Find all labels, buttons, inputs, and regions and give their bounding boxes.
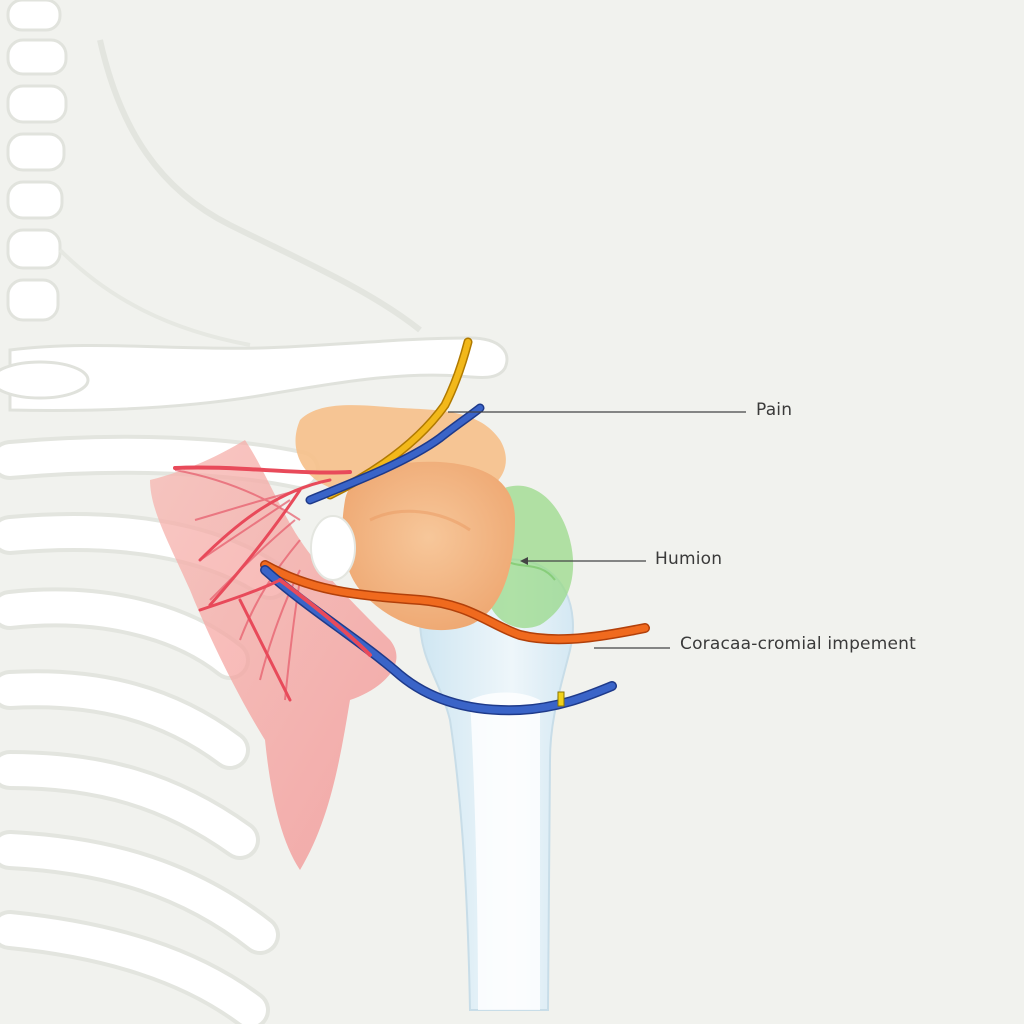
- vertebra: [6, 84, 68, 124]
- nerve-marker: [557, 691, 565, 707]
- vertebra: [6, 228, 62, 270]
- leader-lines: [448, 411, 746, 649]
- label-humion: Humion: [655, 549, 723, 569]
- neck-outline-inner: [58, 248, 251, 347]
- glenoid: [310, 515, 356, 581]
- humerus-highlight: [470, 692, 540, 1010]
- label-impingement: Coracaa-cromial impement: [680, 634, 916, 654]
- nerves: [173, 337, 650, 716]
- humeral-head: [342, 461, 515, 631]
- vertebra: [6, 278, 60, 322]
- clavicle: [8, 336, 509, 412]
- vertebra: [6, 38, 68, 76]
- label-pain: Pain: [756, 400, 793, 420]
- spine: [6, 0, 68, 322]
- nerve-red-upper: [173, 465, 352, 475]
- vertebra: [6, 132, 66, 172]
- clavicle-cap: [0, 360, 90, 400]
- vertebra: [6, 0, 62, 32]
- vertebra: [6, 180, 64, 220]
- neck-outline: [97, 39, 422, 333]
